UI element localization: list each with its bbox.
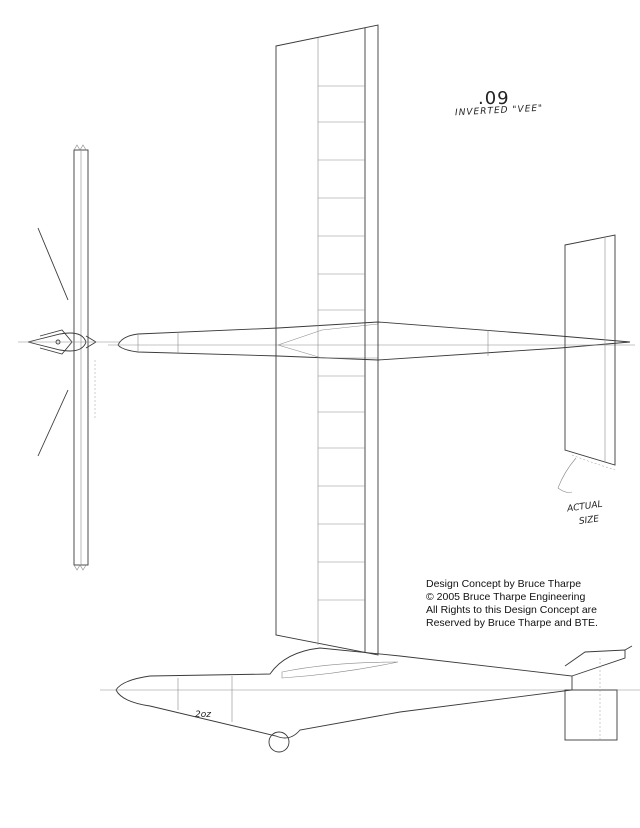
credits-line-2: © 2005 Bruce Tharpe Engineering: [426, 591, 586, 603]
fuselage-note: 2oz: [195, 710, 211, 720]
top-view: [108, 24, 635, 656]
design-credits: Design Concept by Bruce Tharpe © 2005 Br…: [426, 578, 598, 630]
vertical-fin: [564, 645, 633, 742]
front-view: [18, 144, 120, 571]
horizontal-tail: [557, 234, 616, 493]
propeller-icon: [37, 227, 69, 457]
side-view: [100, 645, 640, 753]
side-view-fuselage: [115, 647, 573, 739]
credits-line-4: Reserved by Bruce Tharpe and BTE.: [426, 617, 598, 629]
credits-line-3: All Rights to this Design Concept are: [426, 604, 597, 616]
engine-cowl: [18, 329, 120, 355]
actual-size-note: ACTUAL SIZE: [566, 498, 605, 531]
credits-line-1: Design Concept by Bruce Tharpe: [426, 578, 582, 590]
landing-wheel-icon: [268, 731, 290, 753]
top-view-fuselage: [117, 321, 631, 361]
engine-size-label: .09: [478, 88, 510, 109]
main-wing: [275, 24, 379, 656]
